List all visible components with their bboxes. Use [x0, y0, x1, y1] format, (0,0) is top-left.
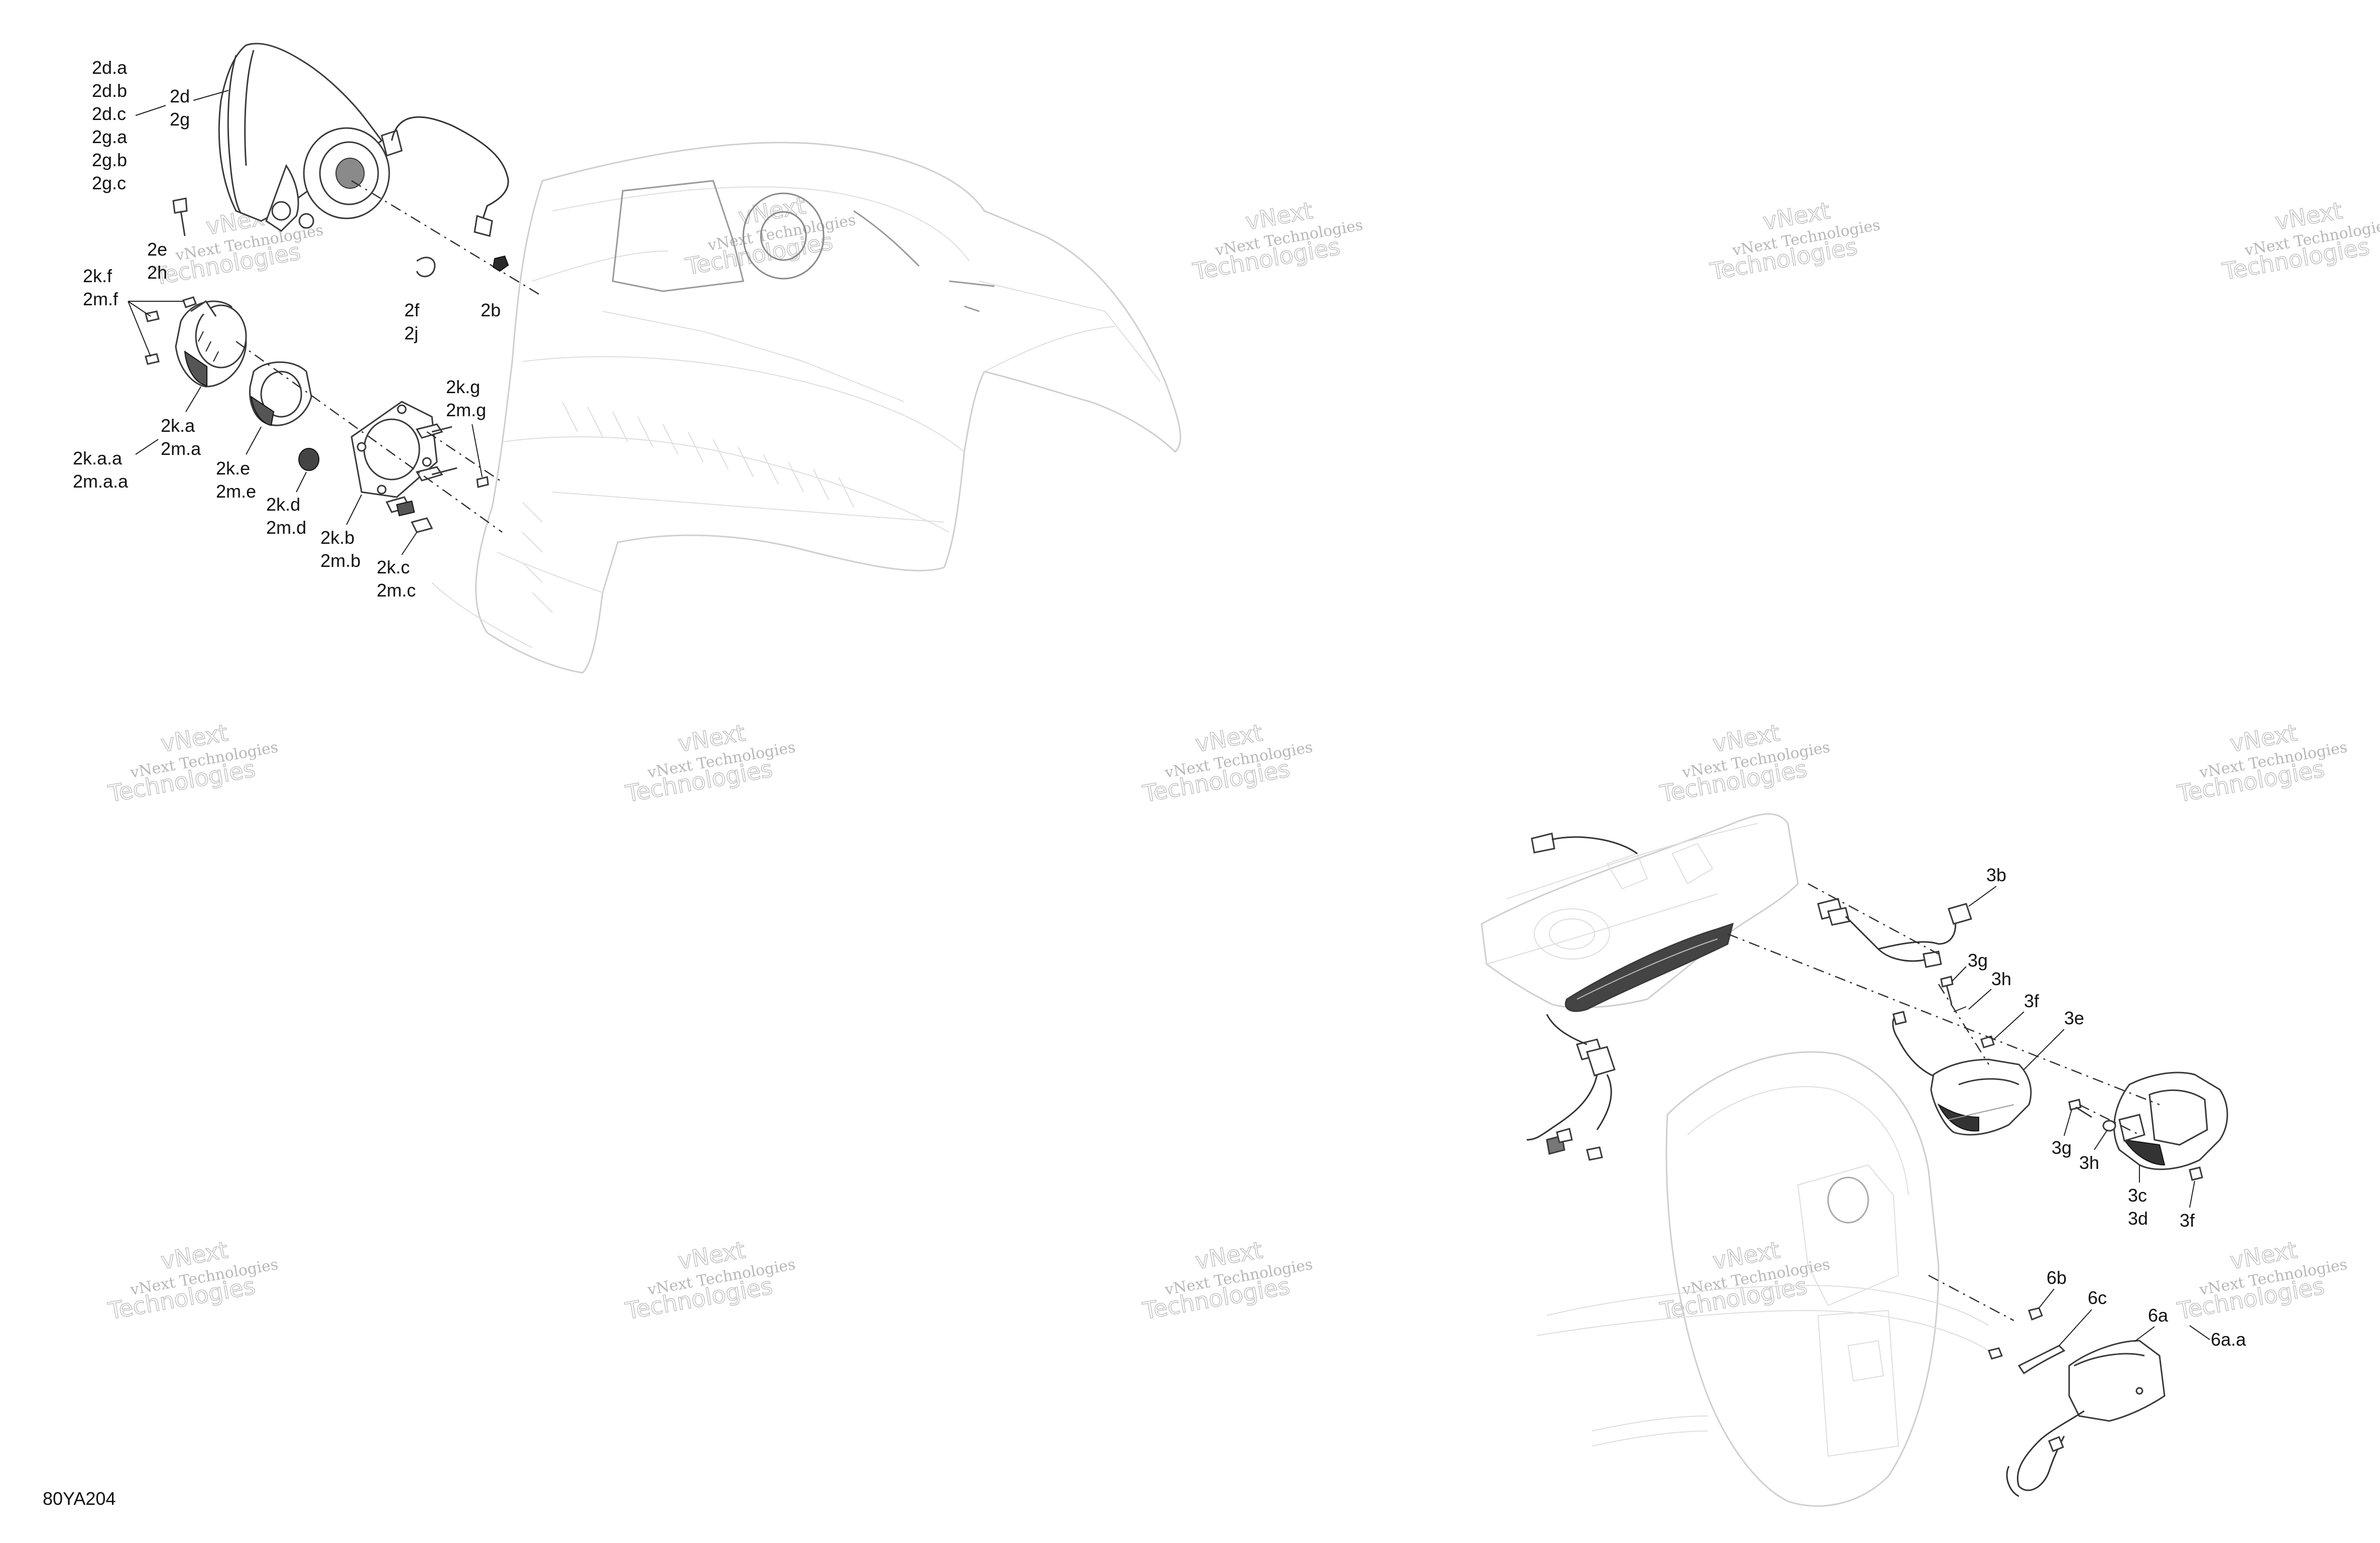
callout-label: 2k.b: [320, 527, 355, 548]
watermark: vNext vNext Technologies Technologies: [623, 719, 797, 808]
tail-axis-2: [1807, 883, 1939, 955]
callout-label: 2g.c: [92, 173, 126, 193]
watermark: vNext vNext Technologies Technologies: [1140, 719, 1314, 808]
watermark: vNext vNext Technologies Technologies: [1140, 1236, 1314, 1325]
callout-label: 2k.e: [216, 458, 250, 479]
grommet-2k-d: [298, 448, 319, 471]
callout-label: 2m.c: [377, 580, 416, 601]
license-light-group: [1988, 1307, 2166, 1497]
watermark: vNext vNext Technologies Technologies: [105, 719, 279, 808]
figure-id: 80YA204: [43, 1488, 116, 1509]
front-frame-ghost: [431, 142, 1181, 674]
screw-2k-f: [145, 296, 197, 365]
headlight-assembly: [218, 43, 509, 237]
callout-label: 2k.f: [83, 266, 112, 286]
callout-label: 2h: [147, 262, 167, 283]
callout-label: 2m.g: [446, 400, 486, 420]
bolt-2k-c: [385, 496, 433, 533]
watermark: vNext vNext Technologies Technologies: [2175, 1236, 2348, 1325]
watermark: vNext vNext Technologies Technologies: [683, 191, 857, 281]
fasteners-3g-lower: [2068, 1099, 2203, 1181]
tail-light-3e: [1892, 1011, 2032, 1136]
callout-label: 2m.e: [216, 481, 256, 502]
fog-axis-2: [426, 431, 503, 483]
callout-label: 6a.a: [2211, 1329, 2246, 1350]
tail-axis-3: [1938, 984, 1990, 1065]
tail-lens: [1565, 922, 1734, 1012]
bracket-2k-b: [351, 401, 438, 498]
callout-label: 6a: [2148, 1305, 2169, 1326]
callout-label: 2b: [481, 300, 501, 320]
callout-label: 2d.b: [92, 80, 127, 101]
callouts-front: 2d.a 2d.b 2d.c 2g.a 2g.b 2g.c 2d 2g 2e 2…: [73, 57, 501, 601]
callout-label: 2m.f: [83, 289, 119, 309]
watermark: vNext vNext Technologies Technologies: [623, 1236, 797, 1325]
callout-label: 2g.b: [92, 150, 127, 170]
rear-frame-ghost: [1481, 813, 1989, 1507]
callout-label: 2m.d: [266, 517, 306, 538]
callout-label: 3f: [2180, 1210, 2195, 1231]
callout-label: 3f: [2024, 991, 2039, 1011]
tail-axis-4: [2079, 1104, 2140, 1136]
callout-label: 2g: [170, 109, 190, 130]
callout-label: 2e: [147, 239, 167, 260]
callout-label: 3g: [1968, 950, 1988, 971]
ring-2k-e: [249, 361, 312, 426]
nut-2b: [492, 255, 509, 272]
callout-label: 2d: [170, 86, 190, 106]
watermark: vNext vNext Technologies Technologies: [2220, 196, 2380, 286]
clip-2f: [416, 257, 436, 278]
callout-label: 2k.c: [377, 557, 410, 577]
callout-label: 6b: [2047, 1267, 2067, 1288]
housing-3c: [2113, 1072, 2228, 1170]
callout-label: 2k.g: [446, 377, 480, 397]
callout-label: 2m.b: [320, 550, 361, 571]
plate-axis: [1928, 1274, 2014, 1322]
callout-label: 3b: [1986, 865, 2006, 885]
bolt-2k-g: [415, 423, 489, 488]
callout-label: 2k.a: [161, 415, 195, 436]
tail-axis: [1727, 933, 2160, 1106]
left-harness: [1526, 833, 1638, 1161]
callout-label: 3h: [2079, 1152, 2099, 1173]
fog-lamp-assembly: [175, 300, 247, 388]
fasteners-3g-upper: [1940, 976, 1995, 1048]
connector-3b-harness: [1817, 898, 1972, 968]
callout-label: 6c: [2088, 1287, 2107, 1308]
callout-label: 2d.a: [92, 57, 128, 78]
watermark: vNext vNext Technologies Technologies: [1708, 196, 1881, 286]
callout-label: 2k.a.a: [73, 448, 123, 468]
callout-label: 3h: [1991, 969, 2011, 989]
callout-label: 2g.a: [92, 127, 128, 147]
watermark: vNext vNext Technologies Technologies: [1190, 196, 1364, 286]
callout-label: 3g: [2052, 1137, 2072, 1158]
callout-label: 2d.c: [92, 103, 126, 124]
fog-axis: [236, 340, 503, 533]
callout-label: 2m.a.a: [73, 471, 129, 492]
watermark: vNext vNext Technologies Technologies: [105, 1236, 279, 1325]
headlight-axis: [351, 180, 543, 297]
callout-label: 3c: [2128, 1185, 2147, 1206]
callouts-rear: 3b 3g 3h 3f 3e 3g 3h 3c 3d 3f 6b 6c 6a 6…: [1951, 865, 2246, 1350]
watermarks: vNext vNext Technologies Technologies vN…: [105, 191, 2380, 1325]
callout-label: 2m.a: [161, 438, 201, 459]
callout-label: 3d: [2128, 1208, 2148, 1229]
watermark: vNext vNext Technologies Technologies: [1657, 719, 1831, 808]
callout-label: 2k.d: [266, 494, 300, 515]
callout-label: 3e: [2064, 1008, 2084, 1028]
callout-label: 2j: [404, 323, 418, 343]
screw-2e: [172, 197, 188, 236]
watermark: vNext vNext Technologies Technologies: [2175, 719, 2348, 808]
callout-label: 2f: [404, 300, 420, 320]
